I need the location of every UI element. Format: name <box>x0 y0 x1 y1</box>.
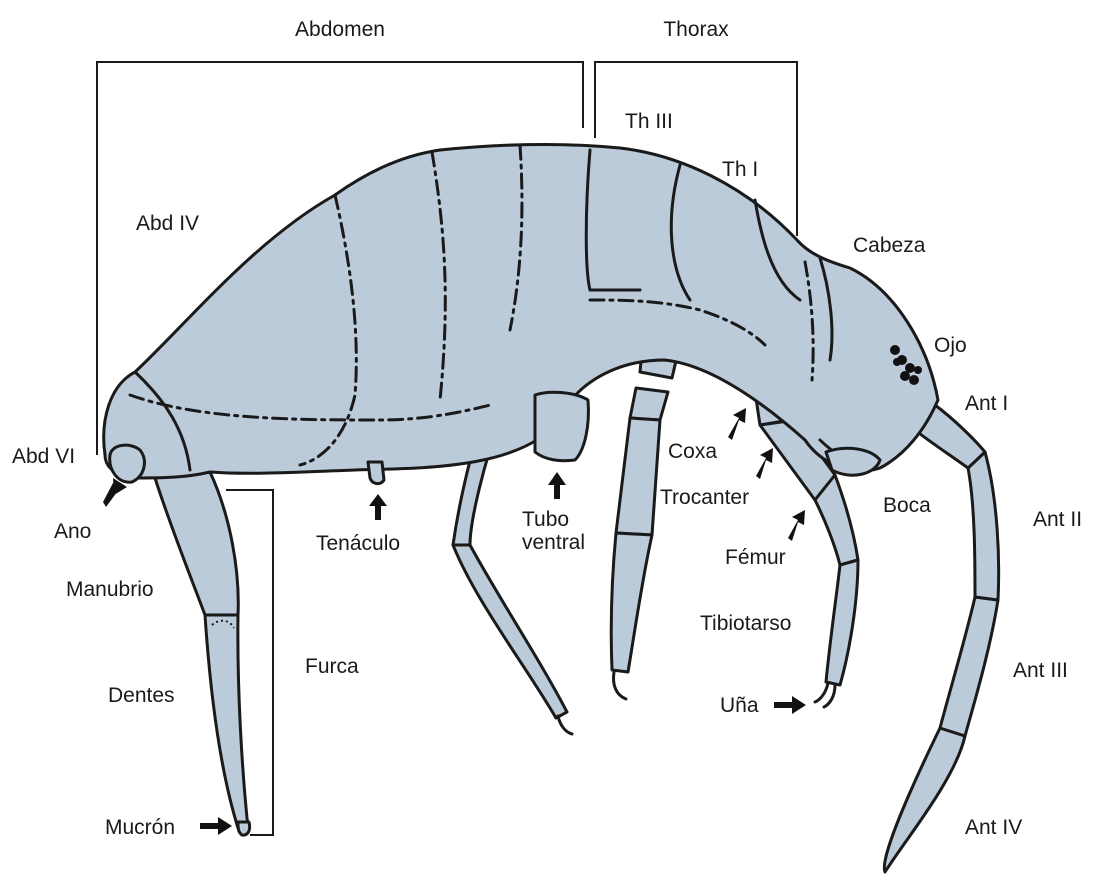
hind-leg-tibiotarso <box>453 545 567 718</box>
furca <box>155 472 250 835</box>
femur-arrow <box>788 510 805 541</box>
label-th1: Th I <box>722 158 758 181</box>
tenaculo-arrow <box>369 494 387 520</box>
label-ant4: Ant IV <box>965 816 1022 839</box>
antenna-segment-2 <box>968 452 999 600</box>
label-ojo: Ojo <box>934 334 967 357</box>
label-boca: Boca <box>883 494 931 517</box>
label-abd4: Abd IV <box>136 212 199 235</box>
anal-papilla <box>110 445 145 482</box>
label-ant1: Ant I <box>965 392 1008 415</box>
label-dentes: Dentes <box>108 684 175 707</box>
mid-leg-tibiotarso <box>611 533 652 672</box>
mucron-arrow <box>200 817 232 835</box>
coxa-arrow <box>728 408 746 440</box>
label-abdomen: Abdomen <box>295 18 385 41</box>
label-manubrio: Manubrio <box>66 578 154 601</box>
label-tenaculo: Tenáculo <box>316 532 400 555</box>
label-thorax: Thorax <box>663 18 729 41</box>
antenna-segment-3 <box>940 597 998 736</box>
label-ant3: Ant III <box>1013 659 1068 682</box>
mid-leg-trochanter <box>630 388 668 420</box>
label-trocanter: Trocanter <box>660 486 749 509</box>
label-ant2: Ant II <box>1033 508 1082 531</box>
label-th3: Th III <box>625 110 673 133</box>
antenna-segment-4 <box>884 728 965 872</box>
antenna <box>884 405 998 872</box>
mouth <box>826 448 880 475</box>
furca-mucro <box>238 822 250 835</box>
una-arrow <box>774 696 806 714</box>
label-ano: Ano <box>54 520 91 543</box>
label-mucron: Mucrón <box>105 816 175 839</box>
label-cabeza: Cabeza <box>853 234 926 257</box>
mid-leg-claw <box>614 672 627 699</box>
label-ventral: ventral <box>522 531 585 554</box>
ventral-tube <box>535 392 588 460</box>
label-furca: Furca <box>305 655 359 678</box>
fore-leg-tarsus <box>826 560 858 685</box>
tubo-ventral-arrow <box>548 472 566 499</box>
label-una: Uña <box>720 694 759 717</box>
label-coxa: Coxa <box>668 440 717 463</box>
tenaculum <box>368 462 384 484</box>
label-tibiotarso: Tibiotarso <box>700 612 791 635</box>
mid-leg-femur <box>616 418 660 535</box>
label-abd6: Abd VI <box>12 445 75 468</box>
furca-manubrium <box>155 472 238 615</box>
fore-leg-claw <box>815 683 835 707</box>
hind-leg-claw <box>558 716 572 734</box>
trocanter-arrow <box>756 448 773 479</box>
label-tubo: Tubo <box>522 508 569 531</box>
label-femur: Fémur <box>725 546 786 569</box>
furca-dentes <box>205 615 248 828</box>
